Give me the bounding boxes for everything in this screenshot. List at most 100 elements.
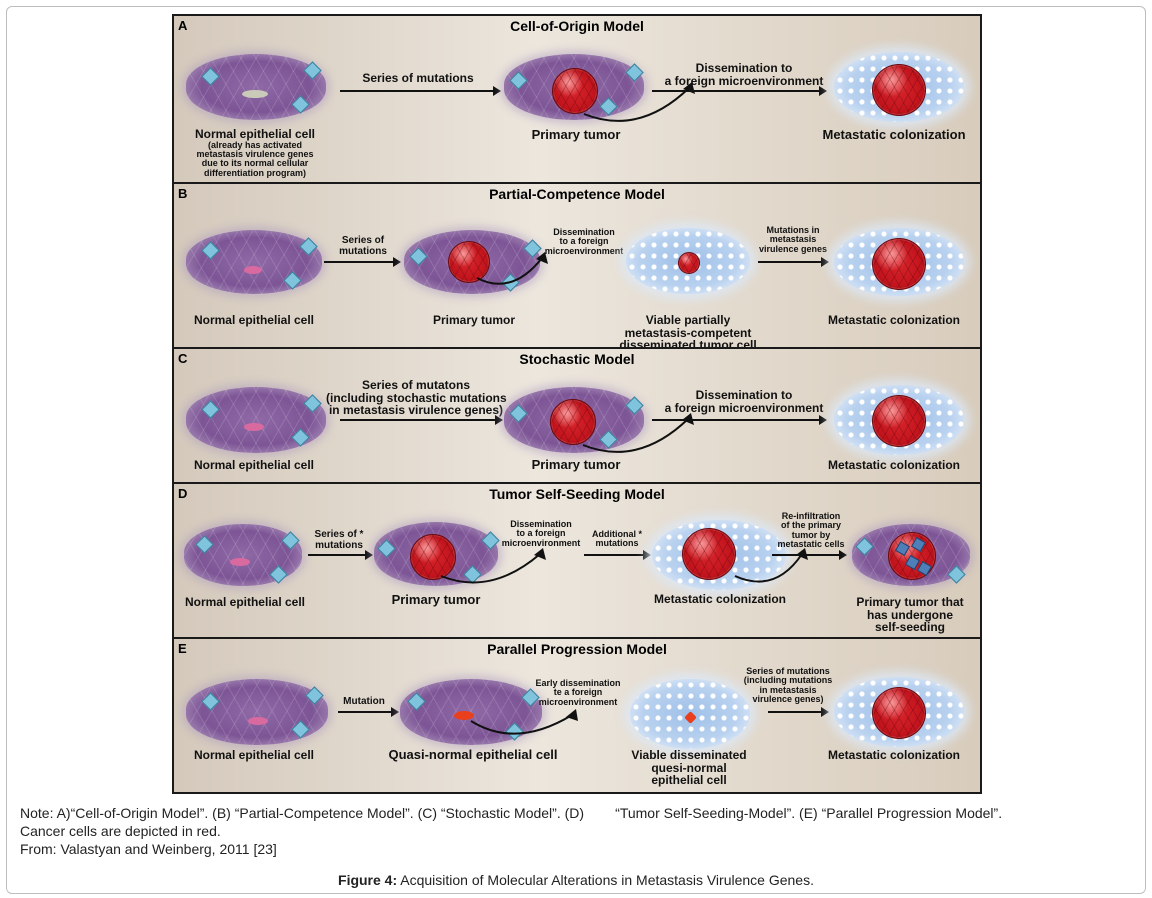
cell-label: Metastatic colonization — [827, 748, 961, 762]
epithelial-cell-marker — [291, 720, 310, 739]
note-line: Note: A)“Cell-of-Origin Model”. (B) “Par… — [20, 805, 1003, 821]
panel-letter: B — [178, 186, 188, 201]
panel-letter: E — [178, 641, 187, 656]
panel-title: Cell-of-Origin Model — [510, 18, 644, 34]
quasi-normal-cell — [454, 711, 474, 720]
process-arrow — [768, 707, 829, 717]
normal-epithelium-illustration — [186, 230, 322, 294]
metastatic-tumor-illustration — [872, 64, 926, 116]
epithelial-cell-marker — [855, 537, 874, 556]
highlighted-cell — [244, 266, 262, 274]
metastatic-tumor-illustration — [872, 238, 926, 290]
epithelial-cell-marker — [303, 394, 322, 413]
epithelial-cell-marker — [201, 692, 220, 711]
self-seeded-tumor-illustration — [888, 532, 936, 580]
panel-letter: D — [178, 486, 188, 501]
epithelial-cell-marker — [283, 271, 302, 290]
highlighted-cell — [230, 558, 250, 566]
primary-tumor-illustration — [448, 241, 490, 283]
epithelial-cell-marker — [195, 535, 214, 554]
caption-label: Figure 4: — [338, 872, 398, 888]
metastatic-tumor-illustration — [872, 395, 926, 447]
panel-title: Tumor Self-Seeding Model — [489, 486, 665, 502]
normal-epithelium-illustration — [186, 679, 328, 745]
arrow-label: Mutation — [343, 696, 385, 707]
cell-label: Normal epithelial cell — [193, 458, 315, 472]
figure-caption: Figure 4: Acquisition of Molecular Alter… — [0, 872, 1152, 888]
cell-label: Quasi-normal epithelial cell — [388, 747, 558, 762]
dissemination-curve-arrow — [470, 709, 578, 735]
process-arrow — [758, 257, 829, 267]
primary-tumor-illustration — [410, 534, 456, 580]
cell-label: Primary tumor — [531, 127, 621, 142]
arrow-label: Additional *mutations — [592, 529, 642, 549]
panel-title: Parallel Progression Model — [487, 641, 667, 657]
process-arrow — [652, 86, 827, 96]
cell-label: Primary tumor — [531, 457, 621, 472]
process-arrow — [652, 415, 827, 425]
epithelial-cell-marker — [409, 247, 428, 266]
epithelial-cell-marker — [201, 400, 220, 419]
metastatic-tumor-illustration — [682, 528, 736, 580]
epithelial-cell-marker — [201, 241, 220, 260]
epithelial-cell-marker — [947, 565, 966, 584]
normal-epithelium-illustration — [186, 54, 326, 120]
arrow-label: Series of mutatons(including stochastic … — [326, 378, 507, 418]
dissemination-curve-arrow — [440, 548, 546, 584]
epithelial-cell-marker — [509, 71, 528, 90]
process-arrow — [584, 550, 651, 560]
panel-stochastic: C Stochastic Model Series of mutatons(in… — [174, 349, 980, 484]
epithelial-cell-marker — [291, 428, 310, 447]
cell-label: Primary tumor — [391, 592, 481, 607]
epithelial-cell-marker — [269, 565, 288, 584]
epithelial-cell-marker — [407, 692, 426, 711]
process-arrow — [308, 550, 373, 560]
note-line: Cancer cells are depicted in red. — [20, 823, 221, 839]
process-arrow — [338, 707, 399, 717]
process-arrow — [340, 86, 501, 96]
epithelial-cell-marker — [303, 61, 322, 80]
arrow-label: Series of mutations — [362, 71, 474, 85]
primary-tumor-illustration — [550, 399, 596, 445]
epithelial-cell-marker — [291, 95, 310, 114]
panel-tumor-self-seeding: D Tumor Self-Seeding Model Series of *mu… — [174, 484, 980, 639]
cell-label: Normal epithelial cell (already has acti… — [194, 127, 316, 178]
highlighted-cell — [244, 423, 264, 431]
cell-label: Normal epithelial cell — [184, 595, 306, 609]
figure-notes: Note: A)“Cell-of-Origin Model”. (B) “Par… — [20, 804, 1130, 858]
disseminated-tumor-cell-illustration — [678, 252, 700, 274]
panel-parallel-progression: E Parallel Progression Model Mutation Ea… — [174, 639, 980, 792]
dissemination-curve-arrow — [476, 252, 548, 285]
metastasis-models-diagram: A Cell-of-Origin Model Series of mutatio… — [172, 14, 982, 794]
epithelial-cell-marker — [377, 539, 396, 558]
panel-letter: C — [178, 351, 188, 366]
cell-label: Metastatic colonization — [827, 458, 961, 472]
cell-label: Primary tumor — [432, 313, 516, 327]
note-line: From: Valastyan and Weinberg, 2011 [23] — [20, 841, 277, 857]
normal-epithelium-illustration — [184, 524, 302, 586]
metastatic-tumor-illustration — [872, 687, 926, 739]
metastatic-cell-marker — [894, 540, 911, 557]
cell-label: Normal epithelial cell — [193, 313, 315, 327]
panel-letter: A — [178, 18, 188, 33]
epithelial-cell-marker — [509, 404, 528, 423]
cell-label: Metastatic colonization — [822, 127, 966, 142]
metastatic-cell-marker — [910, 536, 927, 553]
cell-label: Metastatic colonization — [653, 592, 787, 606]
caption-text: Acquisition of Molecular Alterations in … — [397, 872, 814, 888]
arrow-label: Series of *mutations — [314, 529, 364, 551]
process-arrow — [772, 550, 847, 560]
cell-label: Metastatic colonization — [827, 313, 961, 327]
highlighted-cell — [242, 90, 268, 98]
epithelial-cell-marker — [281, 531, 300, 550]
disseminated-cell — [684, 711, 697, 724]
